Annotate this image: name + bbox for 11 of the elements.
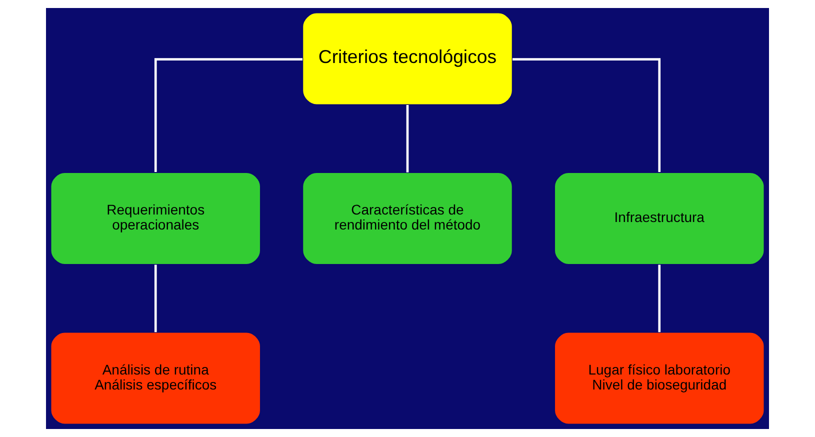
connector	[154, 264, 157, 332]
connector	[512, 58, 661, 172]
node-box: Características de rendimiento del método	[302, 172, 514, 266]
node-box: Criterios tecnológicos	[302, 12, 514, 106]
connector	[406, 104, 409, 172]
connector	[658, 264, 661, 332]
node-box: Lugar físico laboratorio Nivel de bioseguridad	[554, 332, 765, 425]
node-box: Infraestructura	[554, 172, 765, 266]
node-box: Requerimientos operacionales	[50, 172, 262, 266]
connector	[154, 58, 302, 172]
node-box: Análisis de rutina Análisis específicos	[50, 332, 262, 425]
